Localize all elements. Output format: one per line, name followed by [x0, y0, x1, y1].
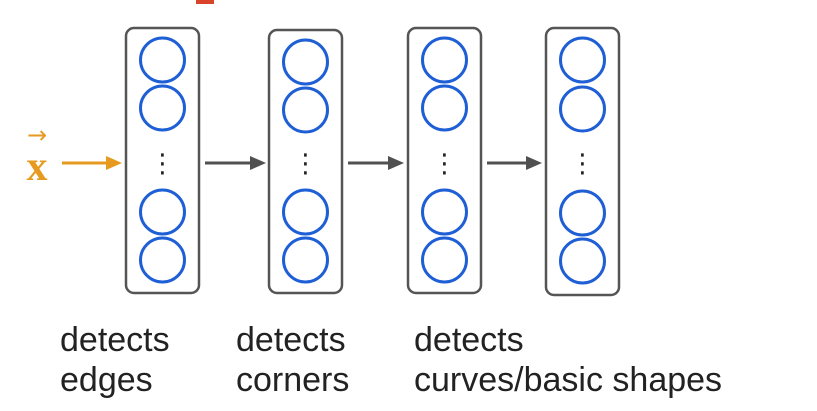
layer-3-box — [406, 26, 483, 295]
layer-2-box — [267, 28, 344, 295]
layer-4-neuron — [559, 189, 606, 237]
input-symbol: x — [27, 144, 48, 190]
layer-3-neuron — [421, 236, 468, 284]
layer-3-caption-line2: curves/basic shapes — [414, 361, 723, 399]
layer-3-neuron — [421, 84, 468, 132]
input-vector-arrow: → — [27, 121, 47, 149]
layer-2-neuron — [282, 86, 329, 134]
layer-1-neuron — [139, 84, 186, 132]
layer-4-box — [544, 26, 621, 297]
layer-1-ellipsis: ⋮ — [150, 149, 176, 179]
layer-4-neuron — [559, 36, 606, 84]
layer-1-box — [124, 26, 201, 295]
layer-2-neuron — [282, 236, 329, 284]
layer-3-caption-line1: detects — [414, 321, 524, 359]
layer-1-caption: detects edges — [60, 320, 170, 400]
layer-1-caption-line1: detects — [60, 321, 170, 359]
layer-1-neuron — [139, 36, 186, 84]
layer-1-caption-line2: edges — [60, 361, 153, 399]
layer-4-neuron — [559, 85, 606, 133]
layer-4-neuron — [559, 237, 606, 285]
layer-1-neuron — [139, 236, 186, 284]
layer-2-caption-line2: corners — [236, 361, 350, 399]
input-arrow-head — [106, 156, 122, 170]
layer-2: ⋮ — [267, 28, 344, 295]
top-red-mark — [196, 0, 214, 4]
layer-1: ⋮ — [124, 26, 201, 295]
layer-2-ellipsis: ⋮ — [293, 149, 319, 179]
layer-2-neuron — [282, 188, 329, 236]
layer-3-ellipsis: ⋮ — [432, 149, 458, 179]
layer-2-neuron — [282, 38, 329, 86]
layer-3-neuron — [421, 188, 468, 236]
layer-2-caption-line1: detects — [236, 321, 346, 359]
layer-3-neuron — [421, 36, 468, 84]
layer-2-caption: detects corners — [236, 320, 349, 400]
layer-arrow-2 — [348, 156, 404, 170]
layer-4: ⋮ — [544, 26, 621, 297]
layer-1-neuron — [139, 188, 186, 236]
layer-4-ellipsis: ⋮ — [570, 149, 596, 179]
layer-arrow-3 — [487, 156, 542, 170]
input-vector: → x — [27, 121, 122, 190]
layer-3: ⋮ — [406, 26, 483, 295]
layer-arrow-1 — [205, 156, 266, 170]
layer-3-caption: detects curves/basic shapes — [414, 320, 722, 400]
